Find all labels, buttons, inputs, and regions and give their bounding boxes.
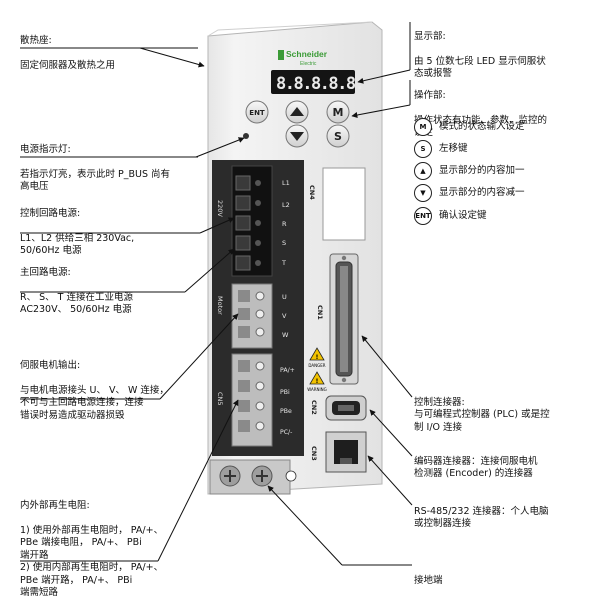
- ent-key-desc: 确认设定键: [439, 210, 487, 221]
- terminal-l1: L1: [282, 179, 290, 187]
- key-row-down: ▼ 显示部分的内容减一: [414, 184, 525, 202]
- ground-desc: 接地端: [414, 574, 443, 586]
- power-terminal-labels: L1 L2 R S T: [281, 179, 290, 267]
- s-key-icon: S: [414, 140, 432, 158]
- terminal-pc: PC/-: [280, 429, 292, 436]
- cn2-label-device: CN2: [310, 400, 318, 415]
- svg-text:!: !: [316, 354, 319, 361]
- brand-text: Schneider: [286, 49, 328, 59]
- regen-terminal-block: [231, 353, 273, 447]
- power-terminal-block: [231, 165, 273, 277]
- danger-text: DANGER: [308, 363, 325, 368]
- ent-button[interactable]: ENT: [245, 100, 269, 124]
- up-arrow-icon: [290, 107, 304, 116]
- terminal-pbi: PBi: [280, 389, 290, 396]
- terminal-r: R: [282, 220, 287, 228]
- heatsink-title: 散热座:: [20, 34, 52, 46]
- cn4-label: CN4: [308, 185, 316, 200]
- terminal-pbe: PBe: [280, 408, 292, 415]
- terminal-s: S: [282, 239, 286, 247]
- led-digits: 8.8.8.8.8.: [276, 74, 363, 94]
- servo-output-desc: 与电机电源接头 U、 V、 W 连接， 不可与主回路电源连接，连接 错误时易造成…: [20, 384, 169, 421]
- main-power-desc: R、 S、 T 连接在工业电源 AC230V、 50/60Hz 电源: [20, 291, 133, 316]
- s-button-label: S: [334, 130, 342, 143]
- s-button[interactable]: S: [326, 124, 350, 148]
- terminal-pa: PA/+: [280, 367, 295, 374]
- terminal-u: U: [282, 293, 287, 301]
- down-key-icon: ▼: [414, 184, 432, 202]
- key-row-up: ▲ 显示部分的内容加一: [414, 162, 525, 180]
- motor-terminal-block: [231, 283, 273, 349]
- cn3-label: RS-485/232 连接器：个人电脑 或控制器连接: [414, 493, 549, 543]
- voltage-label: 220V: [216, 200, 224, 217]
- m-key-icon: M: [414, 118, 432, 136]
- display-desc: 由 5 位数七段 LED 显示伺服状 态或报警: [414, 55, 546, 80]
- cn4-cover: [322, 167, 366, 241]
- key-row-s: S 左移键: [414, 140, 468, 158]
- cn3-desc: RS-485/232 连接器：个人电脑 或控制器连接: [414, 505, 549, 530]
- cn5-label: CN5: [216, 392, 224, 406]
- cn2-label: 编码器连接器：连接伺服电机 检测器 (Encoder) 的连接器: [414, 443, 538, 493]
- warning-text: WARNING: [307, 387, 327, 392]
- terminal-t: T: [281, 259, 286, 267]
- ground-terminal: [209, 459, 297, 495]
- cn1-label: 控制连接器: 与可编程式控制器 (PLC) 或是控 制 I/O 连接: [414, 384, 550, 447]
- main-power-label: 主回路电源: R、 S、 T 连接在工业电源 AC230V、 50/60Hz 电…: [20, 254, 133, 329]
- servo-output-label: 伺服电机输出: 与电机电源接头 U、 V、 W 连接， 不可与主回路电源连接，连…: [20, 347, 169, 435]
- regen-title: 内外部再生电阻:: [20, 499, 90, 511]
- key-row-ent: ENT 确认设定键: [414, 207, 487, 225]
- schneider-logo: Schneider Electric: [278, 49, 328, 67]
- key-row-m: M 模式的状态输入设定: [414, 118, 525, 136]
- cn1-connector: [329, 253, 359, 385]
- up-key-icon: ▲: [414, 162, 432, 180]
- ent-button-label: ENT: [249, 109, 265, 117]
- power-led-desc: 若指示灯亮，表示此时 P_BUS 尚有 高电压: [20, 168, 171, 193]
- heatsink-desc: 固定伺服器及散热之用: [20, 59, 116, 71]
- s-key-desc: 左移键: [439, 143, 468, 154]
- operation-title: 操作部:: [414, 89, 446, 101]
- main-power-title: 主回路电源:: [20, 266, 71, 278]
- cn1-desc: 控制连接器: 与可编程式控制器 (PLC) 或是控 制 I/O 连接: [414, 396, 550, 433]
- drive-body-edge: [207, 21, 373, 37]
- terminal-l2: L2: [282, 201, 290, 209]
- ground-symbol-icon: [285, 470, 297, 482]
- m-button[interactable]: M: [326, 100, 350, 124]
- regen-terminal-labels: PA/+ PBi PBe PC/-: [280, 367, 295, 436]
- control-power-desc: L1、L2 供给三相 230Vac, 50/60Hz 电源: [20, 232, 135, 257]
- up-key-desc: 显示部分的内容加一: [439, 165, 525, 176]
- led-display: [271, 70, 355, 94]
- ground-label: 接地端: [414, 562, 443, 600]
- power-led-label: 电源指示灯: 若指示灯亮，表示此时 P_BUS 尚有 高电压: [20, 131, 170, 206]
- motor-label: Motor: [216, 296, 224, 315]
- cn3-connector: [325, 431, 367, 473]
- svg-text:!: !: [316, 378, 319, 385]
- cn2-connector: [325, 395, 367, 421]
- motor-terminal-labels: U V W: [282, 293, 289, 339]
- warning-sticker: ! WARNING: [307, 371, 327, 392]
- control-power-title: 控制回路电源:: [20, 207, 81, 219]
- regen-desc: 1) 使用外部再生电阻时， PA/+、 PBe 端接电阻， PA/+、 PBi …: [20, 524, 164, 599]
- power-led-title: 电源指示灯:: [20, 143, 71, 155]
- display-title: 显示部:: [414, 30, 446, 42]
- cn3-label-device: CN3: [310, 446, 318, 461]
- down-key-desc: 显示部分的内容减一: [439, 187, 525, 198]
- cn2-desc: 编码器连接器：连接伺服电机 检测器 (Encoder) 的连接器: [414, 455, 538, 480]
- display-label: 显示部: 由 5 位数七段 LED 显示伺服状 态或报警: [414, 18, 546, 93]
- terminal-v: V: [282, 312, 287, 320]
- control-power-label: 控制回路电源: L1、L2 供给三相 230Vac, 50/60Hz 电源: [20, 195, 134, 270]
- servo-output-title: 伺服电机输出:: [20, 359, 81, 371]
- regen-label: 内外部再生电阻: 1) 使用外部再生电阻时， PA/+、 PBe 端接电阻， P…: [20, 487, 163, 612]
- down-arrow-icon: [290, 132, 304, 141]
- danger-sticker: ! DANGER: [308, 347, 326, 368]
- m-key-desc: 模式的状态输入设定: [439, 121, 525, 132]
- cn1-label-device: CN1: [316, 305, 324, 320]
- down-button[interactable]: [285, 124, 309, 148]
- heatsink-label: 散热座: 固定伺服器及散热之用: [20, 22, 115, 85]
- m-button-label: M: [333, 106, 344, 119]
- up-button[interactable]: [285, 100, 309, 124]
- brand-sub-text: Electric: [300, 61, 317, 67]
- terminal-w: W: [282, 331, 289, 339]
- ent-key-icon: ENT: [414, 207, 432, 225]
